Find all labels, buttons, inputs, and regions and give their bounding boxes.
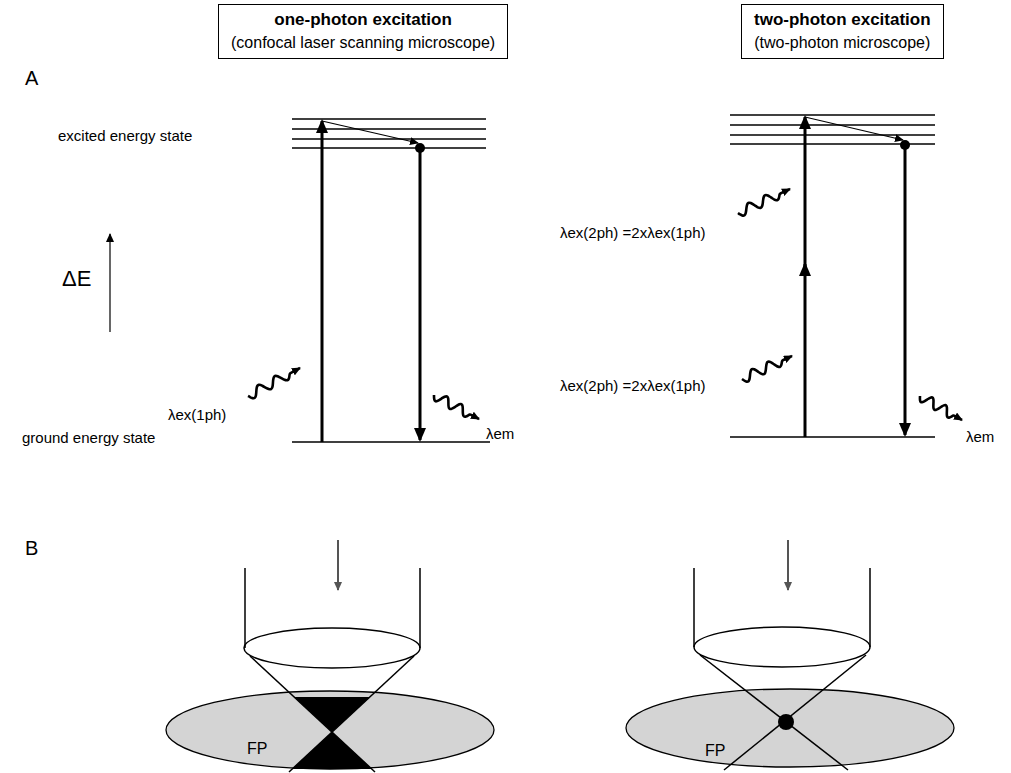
excited-level xyxy=(292,118,486,119)
objective-barrel xyxy=(693,568,695,647)
excitation-arrow xyxy=(804,117,807,270)
emission-arrow xyxy=(904,147,907,435)
focal-plane-shape xyxy=(166,691,494,769)
energy-label: ΔE xyxy=(62,266,91,292)
focal-spot xyxy=(778,714,794,730)
photon-wave xyxy=(434,395,479,419)
header-box: two-photon excitation(two-photon microsc… xyxy=(741,4,944,59)
wavelength-label: λem xyxy=(966,427,994,446)
laser-arrow xyxy=(787,540,789,590)
wavelength-label: λex(2ph) =2xλex(1ph) xyxy=(560,223,706,242)
panel-heading: two-photon excitation xyxy=(754,8,931,32)
excited-level xyxy=(730,114,935,115)
relaxation-arrow xyxy=(322,121,418,143)
ground-level xyxy=(730,436,935,437)
excited-level xyxy=(730,134,935,135)
objective-barrel xyxy=(419,568,421,648)
excitation-arrow xyxy=(321,121,324,442)
excitation-arrow xyxy=(804,264,807,437)
relaxation-arrow xyxy=(805,117,903,140)
photon-wave xyxy=(742,356,792,382)
wavelength-label: λem xyxy=(486,424,514,443)
panel-heading: one-photon excitation xyxy=(231,8,495,32)
emission-arrow xyxy=(419,150,422,440)
region-label: FP xyxy=(247,740,267,758)
energy-arrow xyxy=(109,234,110,332)
level-label: excited energy state xyxy=(58,126,192,145)
wavelength-label: λex(1ph) xyxy=(168,405,226,424)
state-dot xyxy=(415,143,425,153)
photon-wave xyxy=(248,368,300,398)
photon-waves xyxy=(248,189,962,420)
focal-plane-ellipse: FP xyxy=(625,688,955,770)
objective-lens xyxy=(244,628,420,668)
ellipse-outline xyxy=(625,688,955,770)
excited-level xyxy=(730,124,935,125)
laser-arrow xyxy=(337,540,339,590)
panel-letter: A xyxy=(25,66,38,90)
state-dot xyxy=(900,140,910,150)
panel-letter: B xyxy=(25,536,38,560)
objective-lens xyxy=(694,627,870,667)
objective-barrel xyxy=(869,568,871,647)
photon-wave xyxy=(738,189,790,216)
objective-barrel xyxy=(244,568,246,648)
energy-levels xyxy=(292,115,935,442)
header-box: one-photon excitation(confocal laser sca… xyxy=(218,4,508,59)
region-label: FP xyxy=(705,742,725,760)
panel-subheading: (two-photon microscope) xyxy=(754,32,931,54)
wavelength-label: λex(2ph) =2xλex(1ph) xyxy=(560,376,706,395)
focal-plane-shape xyxy=(626,689,954,767)
panel-subheading: (confocal laser scanning microscope) xyxy=(231,32,495,54)
photon-wave xyxy=(920,396,962,420)
level-label: ground energy state xyxy=(22,428,155,447)
